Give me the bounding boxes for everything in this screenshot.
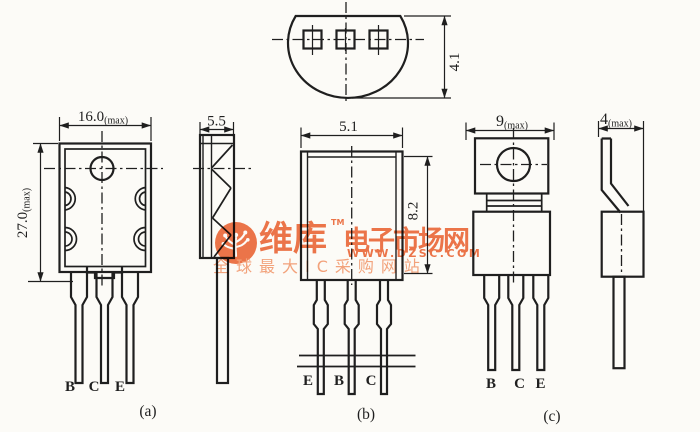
pin-label-b-2: B <box>334 373 344 389</box>
pin-a-side <box>215 256 230 385</box>
caption-c: (c) <box>543 408 560 425</box>
pins-a <box>69 272 140 385</box>
dim-b-width-label: 5.1 <box>339 119 358 135</box>
package-a-side-zigzag <box>210 144 234 258</box>
dim-a-height-extensions <box>28 142 73 283</box>
dim-b-height-label: 8.2 <box>406 202 422 221</box>
dim-b-top-label: 4.1 <box>447 53 463 72</box>
center-lines-b-top <box>272 2 424 103</box>
package-c-tab-outline <box>473 137 550 195</box>
view-b-front: E B C 5.1 8.2 (b) <box>297 119 433 423</box>
dim-c-width-label: 9(max) <box>496 113 528 132</box>
caption-b: (b) <box>357 406 375 423</box>
center-lines-a <box>44 131 163 289</box>
package-a-body-inner-line <box>64 148 147 268</box>
package-a-side-outline <box>198 133 236 260</box>
pin-label-c-3: E <box>535 376 545 392</box>
dim-c-side-label: 4(max) <box>600 111 632 130</box>
package-c-side-body <box>600 210 645 278</box>
pin-c-side <box>612 275 626 370</box>
dim-a-width-label: 16.0(max) <box>78 109 128 127</box>
package-c-body-outline <box>472 210 552 277</box>
pin-label-a-1: B <box>65 379 75 395</box>
pin-label-b-1: E <box>303 373 313 389</box>
pin-label-c-1: B <box>486 376 496 392</box>
package-a-side-inner-lines <box>200 136 234 257</box>
pin-label-a-3: E <box>115 379 125 395</box>
dim-a-height-label: 27.0(max) <box>15 188 33 238</box>
seating-plane-lines-b <box>297 354 416 368</box>
pins-c <box>483 275 550 372</box>
dim-b-top-extensions <box>352 15 451 99</box>
view-c-side: 4(max) <box>597 111 645 370</box>
dim-a-side-label: 5.5 <box>207 114 226 130</box>
dim-a-width-extensions <box>58 117 152 141</box>
view-c-front: B C E 9(max) (c) <box>465 113 561 425</box>
pin-label-a-2: C <box>89 379 100 395</box>
package-c-side-tab <box>600 137 630 214</box>
view-b-top: 4.1 <box>272 2 463 103</box>
pin-label-c-2: C <box>514 376 525 392</box>
package-c-neck <box>485 193 543 212</box>
side-notches-a <box>64 186 146 252</box>
view-a-side: 5.5 <box>193 114 252 385</box>
pins-b <box>312 280 393 396</box>
bottom-step-notch-a <box>85 266 124 280</box>
view-a-front: B C E 16.0(max) 27.0(max) (a) <box>15 109 163 420</box>
package-b-top-outline <box>286 14 410 99</box>
caption-a: (a) <box>139 403 156 420</box>
package-a-body-outline <box>58 142 153 274</box>
pin-label-b-3: C <box>366 373 377 389</box>
